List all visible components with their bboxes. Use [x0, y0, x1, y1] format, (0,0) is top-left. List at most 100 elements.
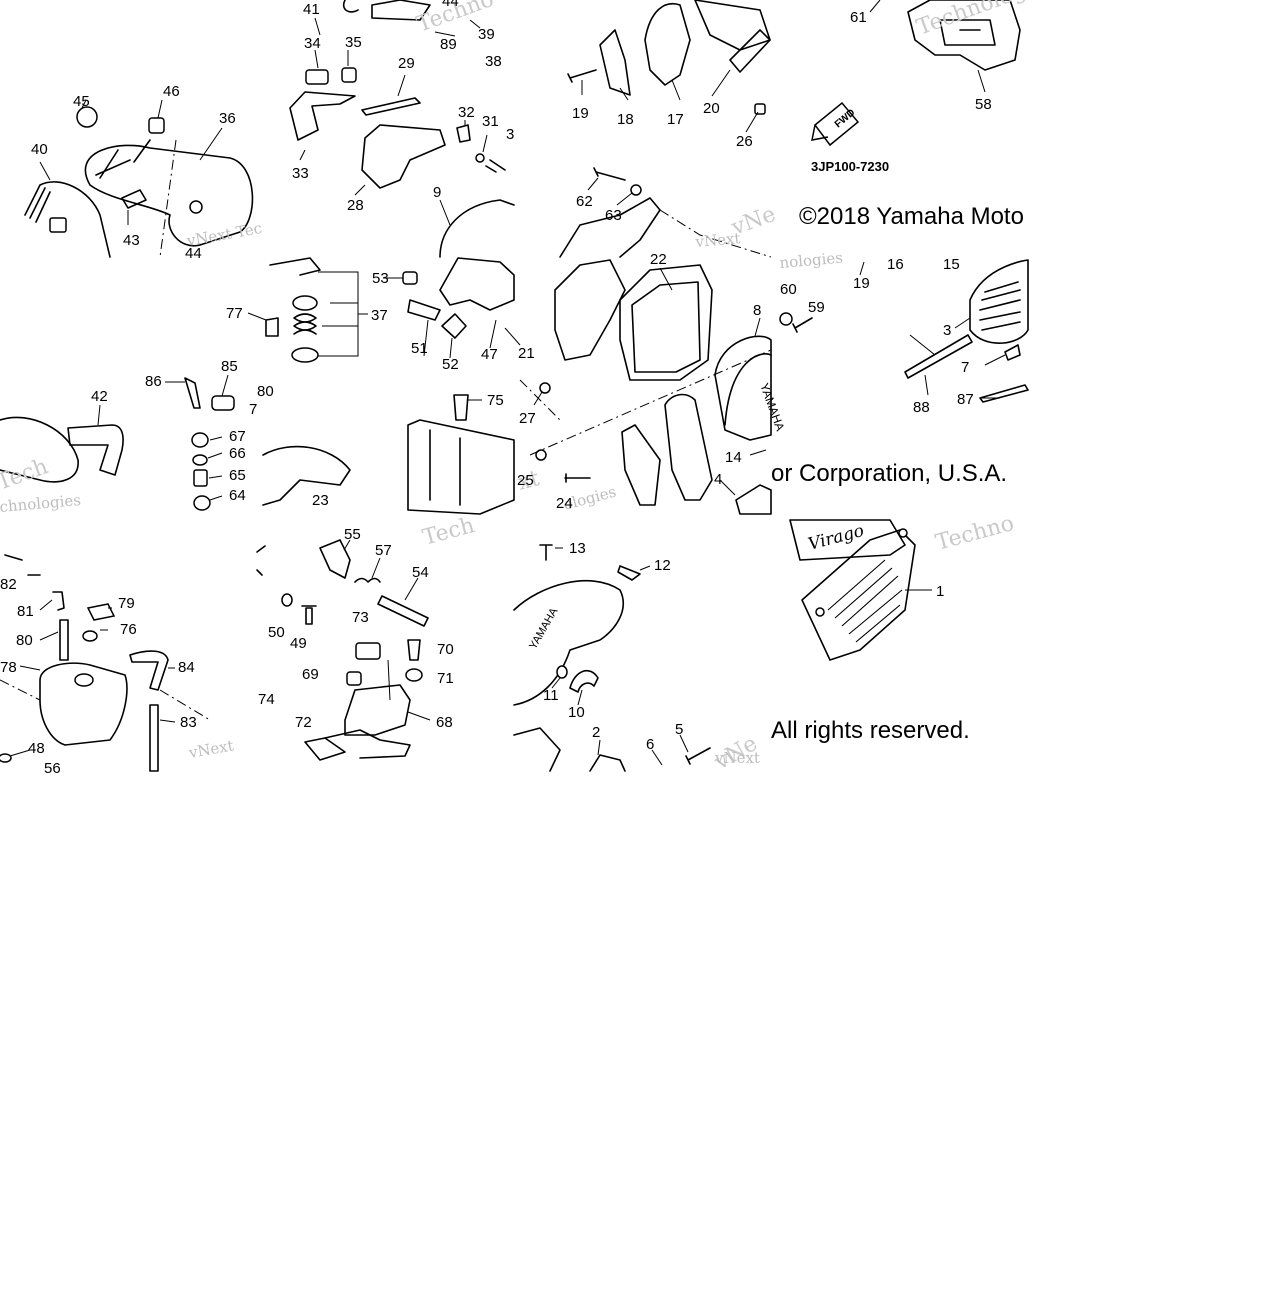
part-number-label: 13 [569, 540, 586, 557]
part-number-label: 80 [16, 632, 33, 649]
nut-64-part [193, 495, 211, 511]
part-number-label: 88 [913, 399, 930, 416]
tile-upper-right: FWD 3JP100-7230 ©2018 Yamaha Moto [799, 0, 1024, 230]
washer-27-part [539, 382, 551, 394]
part-number-label: 12 [654, 557, 671, 574]
cover-bolt-hole-2 [898, 528, 908, 538]
nut-46-part [148, 117, 165, 134]
bolt-70-part [407, 639, 421, 661]
hose-82-part [4, 554, 41, 576]
cover-bolt-hole [815, 607, 825, 617]
fitting-81-part [52, 591, 65, 611]
part-number-label: 80 [257, 383, 274, 400]
part-number-label: 24 [556, 495, 573, 512]
frame-bracket-part [559, 197, 661, 258]
brand-yamaha-fender: YAMAHA [527, 605, 561, 651]
frame-58-detail [939, 19, 996, 46]
part-number-label: 75 [487, 392, 504, 409]
part-number-label: 38 [485, 53, 502, 70]
part-number-label: 8 [753, 302, 761, 319]
part-number-label: 25 [517, 472, 534, 489]
copyright-line-3: All rights reserved. [771, 717, 970, 744]
frame-58-part [907, 0, 1021, 71]
bracket-68-lower [324, 729, 411, 759]
tile-upper-center-left [289, 0, 515, 258]
hose-86-part [184, 377, 201, 409]
bolt-49-part [301, 605, 317, 625]
cap-67-part [191, 432, 209, 448]
part-number-label: 19 [853, 275, 870, 292]
part-number-label: 50 [268, 624, 285, 641]
bolt-62-part [593, 167, 626, 181]
fitting-85-part [211, 395, 235, 411]
nut-48-part [0, 753, 12, 763]
part-number-label: 87 [957, 391, 974, 408]
part-number-label: 39 [478, 26, 495, 43]
part-number-label: 44 [185, 245, 202, 262]
part-number-label: 41 [303, 1, 320, 18]
part-number-label: 5 [675, 721, 683, 738]
leader-lines-8 [859, 261, 1006, 399]
part-number-label: 74 [258, 691, 275, 708]
clip-7-part [1004, 344, 1021, 361]
part-number-label: 26 [736, 133, 753, 150]
part-number-label: 60 [780, 281, 797, 298]
leader-lines-6 [247, 277, 521, 401]
washer-11-part [556, 665, 568, 679]
rod-88-part [904, 334, 973, 379]
tile-lower-center-left [256, 539, 431, 761]
part-number-label: 1 [936, 583, 944, 600]
bolt-19-part [567, 69, 597, 83]
part-number-label: 9 [433, 184, 441, 201]
screw-5-part [685, 747, 711, 765]
leader-lines-2 [299, 17, 488, 226]
cover-small-part [621, 424, 661, 506]
washer-66-part [192, 454, 208, 466]
part-number-label: 76 [120, 621, 137, 638]
washer-79-part [82, 630, 98, 642]
part-number-label: 62 [576, 193, 593, 210]
spring-57-part [354, 577, 381, 583]
cap-78-part [86, 603, 116, 621]
part-number-label: 31 [482, 113, 499, 130]
part-number-label: 70 [437, 641, 454, 658]
part-number-label: 48 [28, 740, 45, 757]
part-number-label: 46 [163, 83, 180, 100]
part-number-label: 69 [302, 666, 319, 683]
part-number-label: 15 [943, 256, 960, 273]
side-cover-1-part [801, 529, 916, 661]
edge-parts [256, 545, 266, 576]
part-number-label: 52 [442, 356, 459, 373]
part-number-label: 73 [352, 609, 369, 626]
center-line-7 [519, 349, 772, 456]
watermark-text: chnologies [0, 491, 82, 516]
part-number-label: 43 [123, 232, 140, 249]
leader-lines [39, 99, 223, 225]
diagram-part-code: 3JP100-7230 [811, 159, 889, 174]
bar-20-part [729, 29, 771, 73]
damper-35-part [341, 67, 357, 83]
part-number-label: 6 [646, 736, 654, 753]
watermark-text: Tech [0, 454, 51, 495]
fender-front-2-part [513, 579, 625, 706]
clip-part [49, 217, 67, 233]
part-number-label: 10 [568, 704, 585, 721]
part-number-label: 79 [118, 595, 135, 612]
part-number-label: 65 [229, 467, 246, 484]
part-number-label: 89 [440, 36, 457, 53]
part-number-label: 68 [436, 714, 453, 731]
part-number-label: 53 [372, 270, 389, 287]
damper-34-part [305, 69, 329, 85]
stand-47-part [439, 257, 515, 311]
part-number-label: 36 [219, 110, 236, 127]
leader-lines-7 [533, 267, 767, 496]
cover-8-inner [724, 353, 772, 426]
watermark-text: Tech [420, 513, 477, 551]
center-line [159, 139, 177, 258]
part-number-label: 32 [458, 104, 475, 121]
part-number-label: 72 [295, 714, 312, 731]
rod-29-part [361, 97, 421, 116]
part-number-label: 83 [180, 714, 197, 731]
shaft-54-part [377, 595, 429, 627]
